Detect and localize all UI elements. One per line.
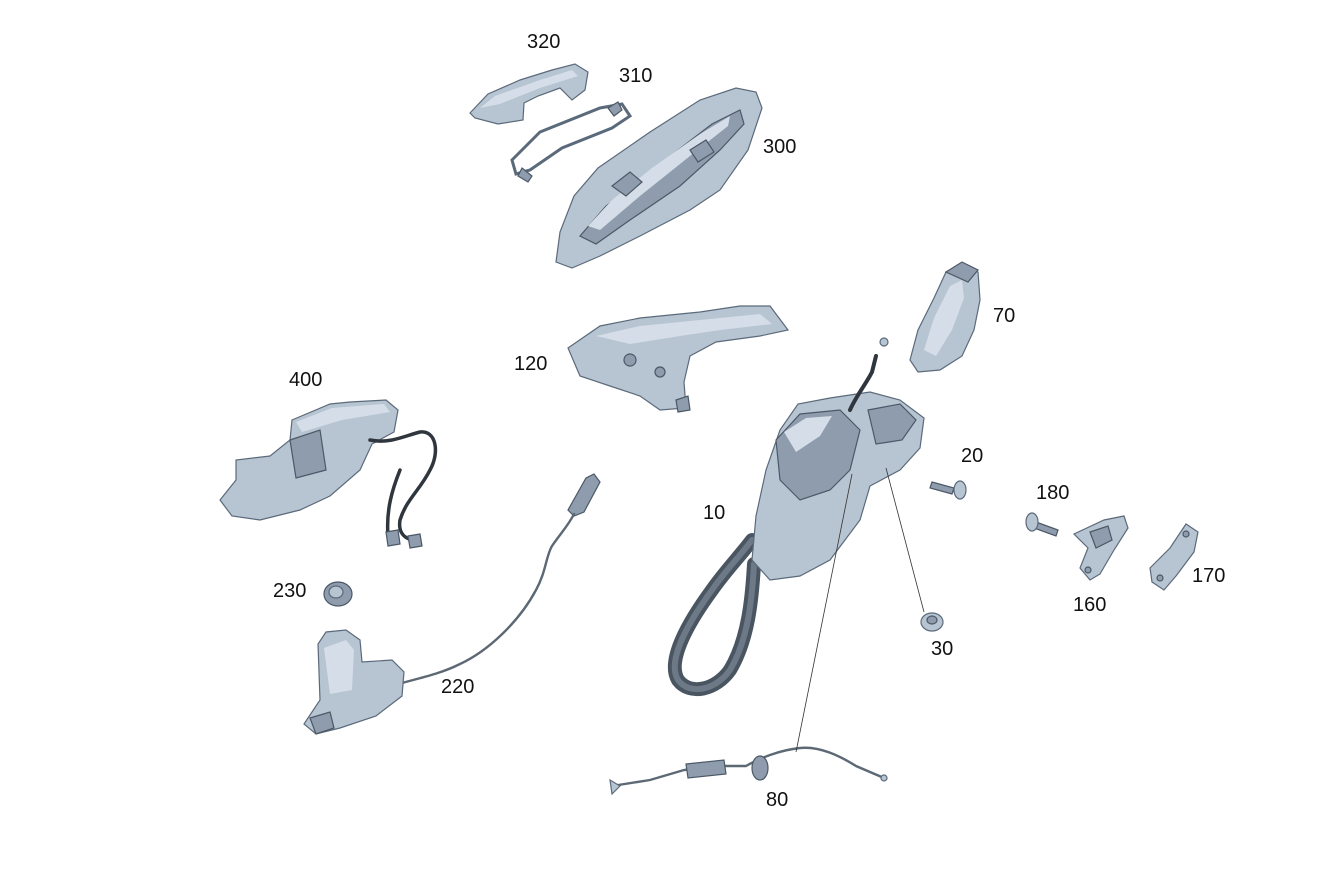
leader-30: [885, 467, 925, 613]
part-220-cable-actuator: [303, 473, 601, 735]
callout-120: 120: [514, 353, 548, 375]
callout-160: 160: [1073, 594, 1107, 616]
callout-30: 30: [931, 638, 954, 660]
part-120-bracket: [567, 305, 790, 413]
callout-80: 80: [766, 789, 789, 811]
part-310-gasket: [510, 101, 633, 183]
callout-300: 300: [763, 136, 797, 158]
callout-310: 310: [619, 65, 653, 87]
callout-170: 170: [1192, 565, 1226, 587]
part-30-clip: [920, 612, 944, 632]
part-230-grommet: [323, 581, 353, 607]
part-70-module: [909, 261, 981, 373]
callout-70: 70: [993, 305, 1016, 327]
callout-20: 20: [961, 445, 984, 467]
callout-220: 220: [441, 676, 475, 698]
leader-lines: [795, 467, 925, 753]
leader-80: [795, 473, 853, 753]
part-10-lock-assembly: [667, 337, 925, 696]
part-20-bolt: [929, 480, 967, 500]
callout-180: 180: [1036, 482, 1070, 504]
callout-10: 10: [703, 502, 726, 524]
part-170-shim: [1149, 523, 1199, 591]
callout-230: 230: [273, 580, 307, 602]
part-180-bolt: [1025, 512, 1059, 537]
callout-400: 400: [289, 369, 323, 391]
part-80-release-cable: [609, 746, 888, 796]
callout-320: 320: [527, 31, 561, 53]
part-320-handle-cap: [469, 63, 589, 125]
part-400-actuator: [219, 399, 438, 549]
part-160-striker: [1072, 515, 1129, 581]
part-300-handle-carrier: [555, 87, 763, 269]
